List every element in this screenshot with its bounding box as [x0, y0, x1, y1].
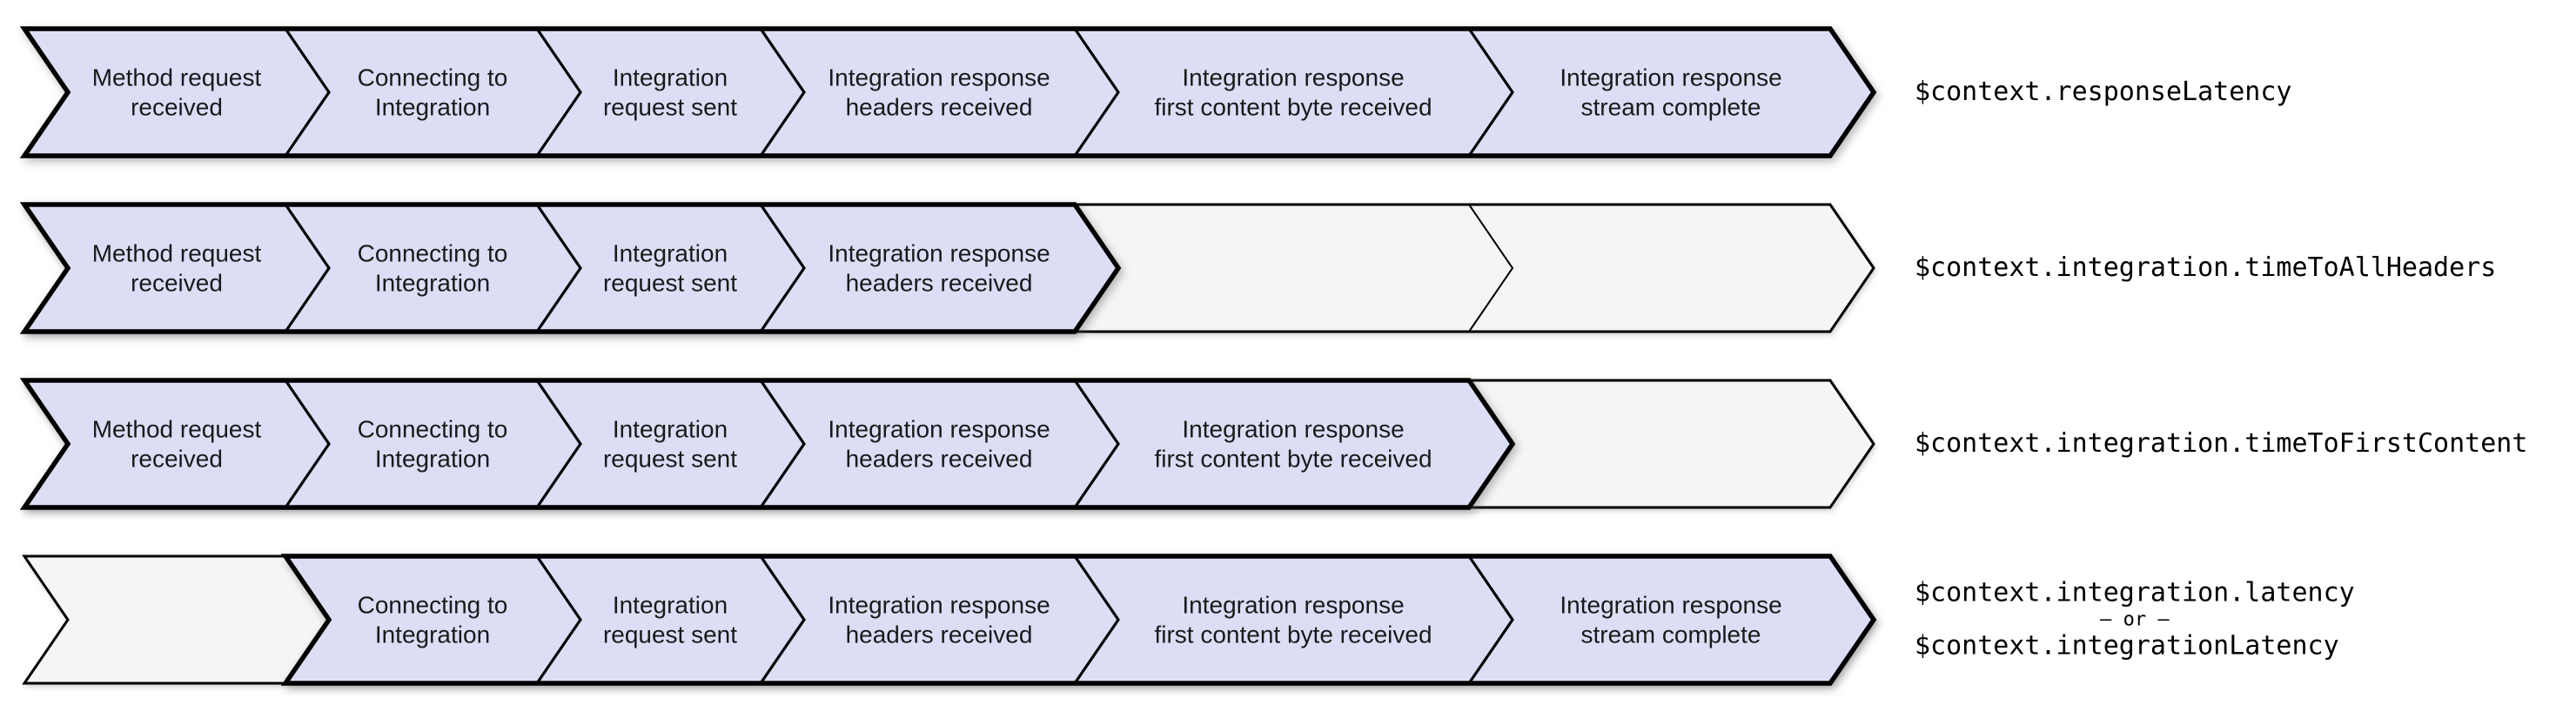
metric-or-separator: – or – [2100, 608, 2170, 630]
stage-label: first content byte received [1154, 621, 1432, 648]
metric-label: $context.integration.timeToAllHeaders [1915, 252, 2497, 283]
stage-label: Connecting to [358, 64, 508, 91]
stage-separator [759, 204, 806, 332]
stage-label: Connecting to [358, 240, 508, 267]
stage-separator [535, 204, 582, 332]
flow-row-response-latency: Method request received Connecting to In… [19, 26, 1877, 158]
stage-separator [284, 204, 331, 332]
metric-label: $context.integration.latency – or – $con… [1915, 578, 2355, 661]
stage-label: stream complete [1581, 94, 1761, 121]
metric-label: $context.responseLatency [1915, 76, 2292, 107]
stage-label: Integration [613, 416, 728, 443]
stage-label: first content byte received [1154, 94, 1432, 121]
stage-separator [535, 28, 582, 157]
stage-label: Integration [375, 446, 490, 473]
stage-label: Integration [613, 64, 728, 91]
stage-separator [1467, 28, 1514, 157]
stage-separator [1467, 555, 1514, 684]
stage-label: Integration [375, 94, 490, 121]
stage-label: request sent [603, 270, 737, 297]
metric-line: $context.integrationLatency [1915, 630, 2339, 662]
stage-separator [535, 380, 582, 508]
stage-label: received [131, 94, 223, 121]
stage-separator [1073, 555, 1120, 684]
stage-label: Integration response [1182, 64, 1404, 91]
stage-label: Integration response [1182, 592, 1404, 619]
stage-separator [759, 380, 806, 508]
stage-label: request sent [603, 446, 737, 473]
flow-row-time-to-first-content: Method request received Connecting to In… [19, 378, 1875, 510]
stage-label: headers received [846, 270, 1033, 297]
stage-label: Integration [613, 240, 728, 267]
stage-separator [284, 380, 331, 508]
stage-label: Integration [375, 621, 490, 648]
active-stages-shape [19, 378, 1516, 510]
stage-label: request sent [603, 94, 737, 121]
stage-label: Integration response [1560, 64, 1781, 91]
stage-label: received [131, 270, 223, 297]
metric-label: $context.integration.timeToFirstContent [1915, 427, 2528, 459]
stage-label: received [131, 446, 223, 473]
stage-separator [1073, 380, 1120, 508]
stage-label: request sent [603, 621, 737, 648]
stage-separator [535, 555, 582, 684]
stage-label: Integration [375, 270, 490, 297]
stage-label: Connecting to [358, 592, 508, 619]
active-stages-shape [280, 554, 1877, 686]
stage-separator [284, 28, 331, 157]
stage-label: Integration response [1560, 592, 1781, 619]
stage-label: Method request [92, 416, 262, 443]
stage-label: Integration response [828, 592, 1050, 619]
stage-label: headers received [846, 621, 1033, 648]
stage-label: stream complete [1581, 621, 1761, 648]
stage-separator [759, 555, 806, 684]
stage-separator [1073, 28, 1120, 157]
active-stages-shape [19, 202, 1122, 334]
active-stages-shape [19, 26, 1877, 158]
stage-label: Connecting to [358, 416, 508, 443]
stage-separator [1468, 204, 1514, 332]
stage-label: headers received [846, 446, 1033, 473]
stage-label: headers received [846, 94, 1033, 121]
stage-label: Method request [92, 240, 262, 267]
stage-separator [759, 28, 806, 157]
stage-label: Integration response [828, 64, 1050, 91]
stage-label: Method request [92, 64, 262, 91]
stage-label: Integration response [1182, 416, 1404, 443]
stage-label: Integration response [828, 416, 1050, 443]
metric-line: $context.integration.latency [1915, 577, 2355, 608]
stage-label: first content byte received [1154, 446, 1432, 473]
flow-row-integration-latency: Connecting to Integration Integration re… [22, 554, 1877, 686]
stage-label: Integration [613, 592, 728, 619]
flow-row-time-to-all-headers: Method request received Connecting to In… [19, 202, 1875, 334]
stage-label: Integration response [828, 240, 1050, 267]
